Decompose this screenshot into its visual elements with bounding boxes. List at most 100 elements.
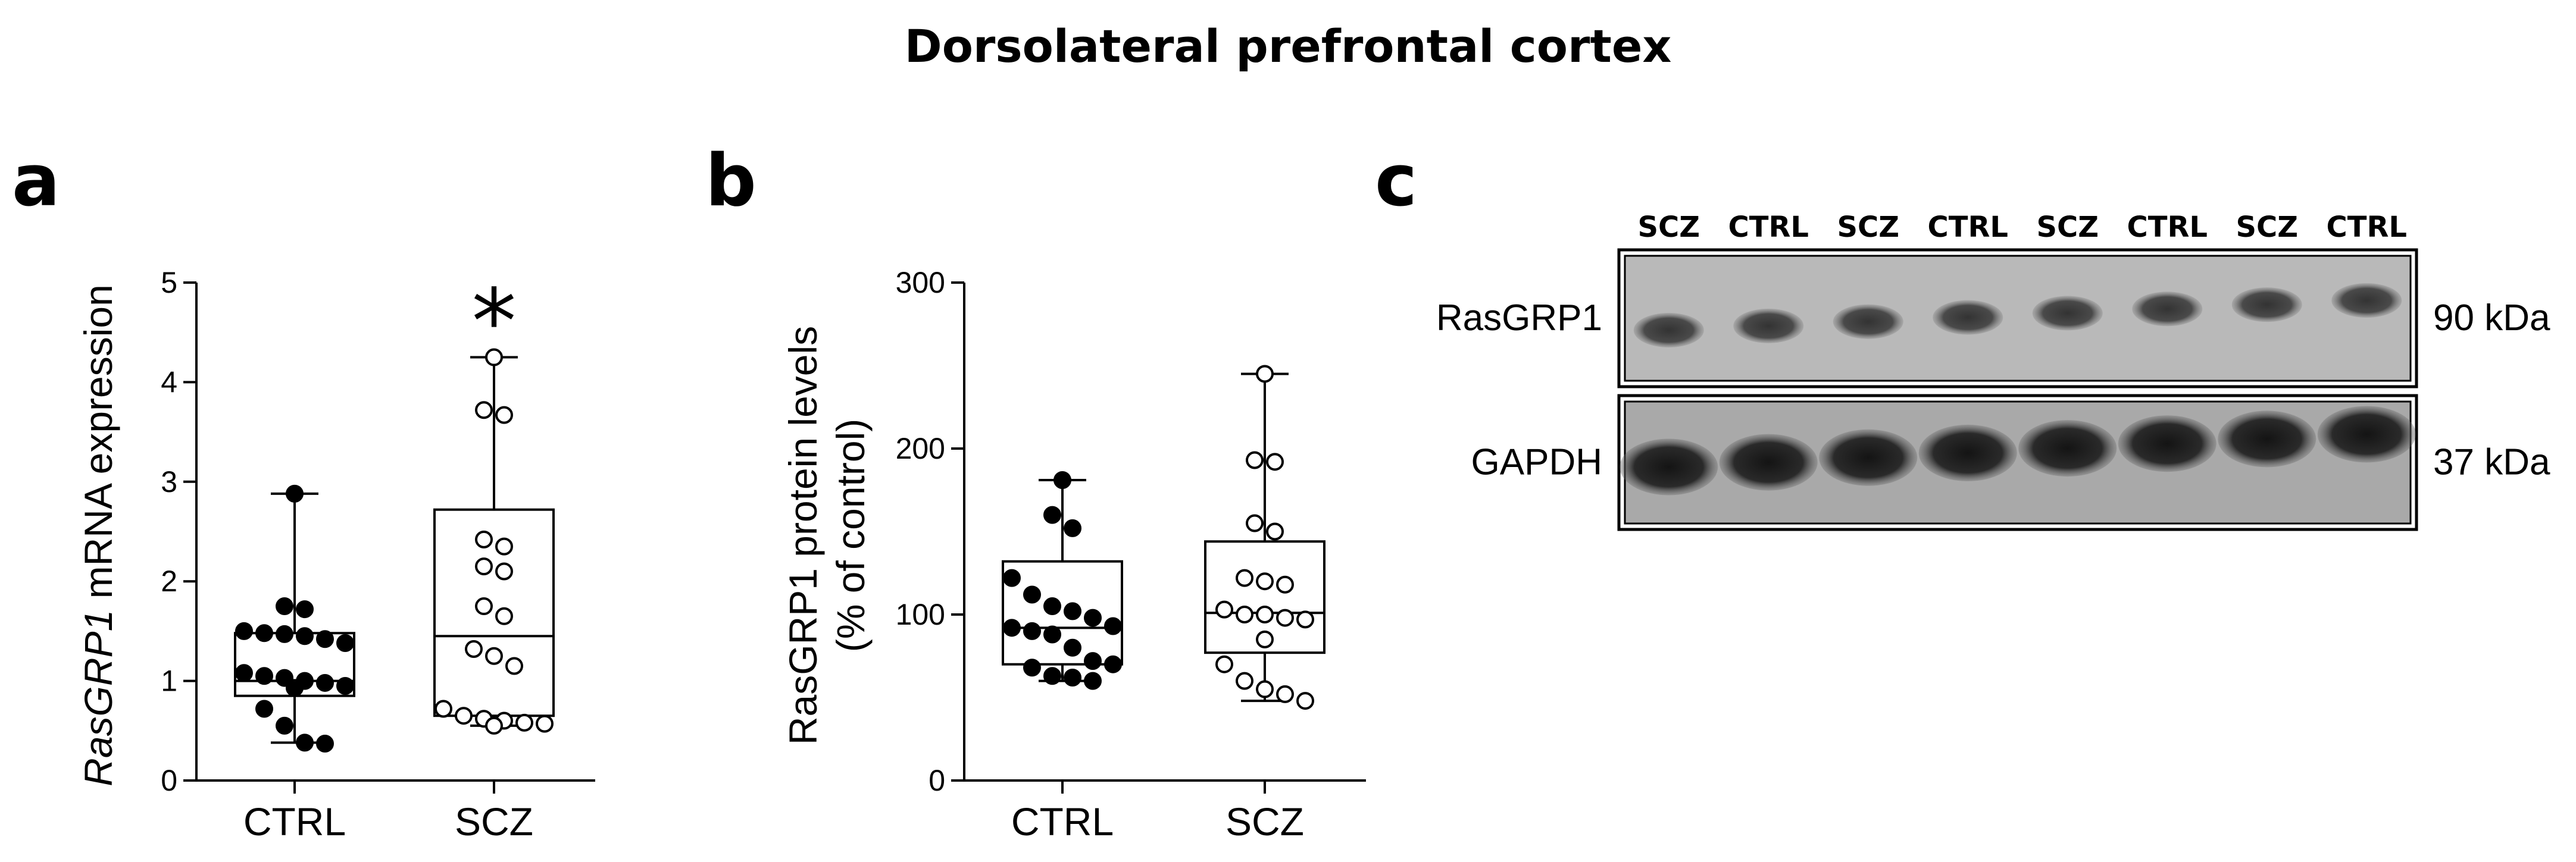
- panel-b-scz-point: [1256, 572, 1274, 591]
- blot-lane-label: CTRL: [1927, 211, 2008, 244]
- panel-b-ctrl-point: [1064, 669, 1081, 687]
- panel-a-label: a: [12, 140, 60, 222]
- panel-a-ctrl-point: [255, 700, 273, 718]
- panel-a-y-tick-label: 3: [161, 465, 177, 499]
- panel-b-scz-point: [1256, 606, 1274, 623]
- panel-b-scz-point: [1256, 630, 1274, 648]
- blot-lane-label: CTRL: [2326, 211, 2407, 244]
- panel-b-ctrl-point: [1104, 617, 1122, 635]
- panel-a-y-tick-label: 2: [161, 565, 177, 598]
- panel-a-y-tick-label: 1: [161, 664, 177, 698]
- panel-a-scz-box: [433, 508, 555, 717]
- panel-b-scz-point: [1246, 451, 1264, 469]
- panel-a-scz-point: [434, 700, 452, 718]
- panel-a-scz-point: [505, 657, 523, 675]
- blot-gapdh-band: [1918, 424, 2017, 481]
- panel-b-y-tick-label: 100: [896, 598, 945, 631]
- panel-b-scz-point: [1215, 655, 1233, 673]
- panel-b-ctrl-point: [1053, 471, 1071, 490]
- panel-b-scz-point: [1215, 600, 1233, 619]
- blot-lane-label: SCZ: [1637, 211, 1700, 244]
- blot-rasgrp1-band: [1833, 304, 1903, 339]
- blot-rasgrp1-band: [1633, 313, 1704, 347]
- panel-a-scz-significance-marker: *: [472, 271, 517, 374]
- panel-b-y-tick-label: 200: [896, 432, 945, 465]
- panel-a-scz-point: [475, 557, 493, 576]
- panel-b-ctrl-point: [1043, 625, 1061, 644]
- blot-lane-label: SCZ: [2036, 211, 2099, 244]
- blot-rasgrp1-band: [1933, 300, 2003, 335]
- panel-a-scz-point: [515, 713, 533, 732]
- panel-b-scz-point: [1256, 680, 1274, 698]
- panel-a-ctrl-point: [255, 667, 273, 685]
- panel-c-label: c: [1375, 140, 1417, 222]
- panel-b-scz-point: [1266, 453, 1284, 471]
- panel-a-scz-point: [495, 562, 513, 581]
- panel-a-ctrl-point: [316, 735, 334, 753]
- panel-b-ctrl-point: [1064, 638, 1081, 657]
- panel-a-scz-point: [485, 716, 503, 735]
- panel-a-ctrl-point: [235, 622, 253, 640]
- panel-a-ctrl-point: [276, 597, 293, 616]
- blot-lane-label: SCZ: [2236, 211, 2298, 244]
- blot-rasgrp1-band: [2331, 283, 2402, 318]
- panel-a-y-tick-label: 0: [161, 764, 177, 797]
- panel-b-scz-point: [1256, 365, 1274, 383]
- blot-rasgrp1-band: [2231, 287, 2302, 322]
- blot-rasgrp1-band: [1733, 308, 1804, 343]
- panel-a-scz-point: [475, 530, 493, 548]
- panel-a-ctrl-point: [286, 679, 304, 697]
- blot-lane-label: CTRL: [2127, 211, 2208, 244]
- panel-b-ctrl-point: [1003, 569, 1021, 587]
- blot-lane-label: SCZ: [1837, 211, 1899, 244]
- panel-a-ctrl-point: [255, 624, 273, 642]
- panel-b-y-tick-label: 300: [896, 266, 945, 299]
- panel-b-ctrl-point: [1084, 609, 1102, 627]
- panel-a-ctrl-point: [296, 627, 314, 645]
- panel-a-scz-point: [455, 707, 473, 725]
- panel-b-scz-point: [1296, 610, 1314, 629]
- panel-a-ctrl-point: [276, 716, 293, 735]
- panel-a-ylabel-rest: mRNA expression: [76, 284, 120, 610]
- panel-b-scz-point: [1276, 575, 1294, 594]
- panel-a-ctrl-point: [276, 625, 293, 643]
- blot-rasgrp1-band: [2032, 296, 2103, 331]
- panel-b-y-tick-label: 0: [929, 764, 945, 797]
- panel-a-ctrl-point: [336, 634, 354, 652]
- panel-a-ctrl-point: [296, 734, 314, 752]
- blot-rasgrp1-mw: 90 kDa: [2433, 297, 2550, 338]
- panel-a-ctrl-point: [296, 600, 314, 619]
- panel-b-ctrl-box: [1002, 560, 1123, 666]
- panel-b-ylabel-line1: RasGRP1 protein levels: [781, 326, 825, 745]
- panel-b-scz-point: [1236, 672, 1253, 690]
- blot-gapdh-label: GAPDH: [1471, 442, 1602, 483]
- panel-a-scz-point: [465, 640, 483, 659]
- panel-b-label: b: [705, 140, 756, 222]
- panel-b-ctrl-point: [1043, 597, 1061, 616]
- panel-b-chart: b RasGRP1 protein levels (% of control) …: [705, 140, 1366, 844]
- panel-a-ctrl-point: [316, 673, 334, 692]
- panel-b-scz-point: [1276, 609, 1294, 627]
- panel-b-ctrl-point: [1023, 622, 1041, 640]
- panel-a-scz-point: [475, 597, 493, 616]
- panel-a-y-tick-label: 4: [161, 365, 177, 399]
- blot-gapdh-band: [2218, 410, 2316, 468]
- blot-gapdh-mw: 37 kDa: [2433, 442, 2550, 483]
- blot-rasgrp1-label: RasGRP1: [1436, 297, 1602, 338]
- panel-b-ctrl-point: [1104, 655, 1122, 673]
- panel-a-scz-point: [536, 714, 554, 733]
- panel-b-scz-point: [1266, 522, 1284, 541]
- panel-b-x-tick-label: CTRL: [1011, 800, 1114, 844]
- panel-b-ylabel-line2: (% of control): [829, 419, 873, 652]
- panel-b-ctrl-point: [1003, 619, 1021, 637]
- panel-b-ctrl-point: [1023, 585, 1041, 604]
- panel-a-ctrl-point: [316, 630, 334, 648]
- panel-b-scz-point: [1236, 606, 1253, 623]
- panel-a-scz-point: [495, 607, 513, 625]
- panel-a-scz-point: [495, 537, 513, 556]
- panel-b-ctrl-point: [1084, 672, 1102, 690]
- panel-b-scz-point: [1236, 569, 1253, 587]
